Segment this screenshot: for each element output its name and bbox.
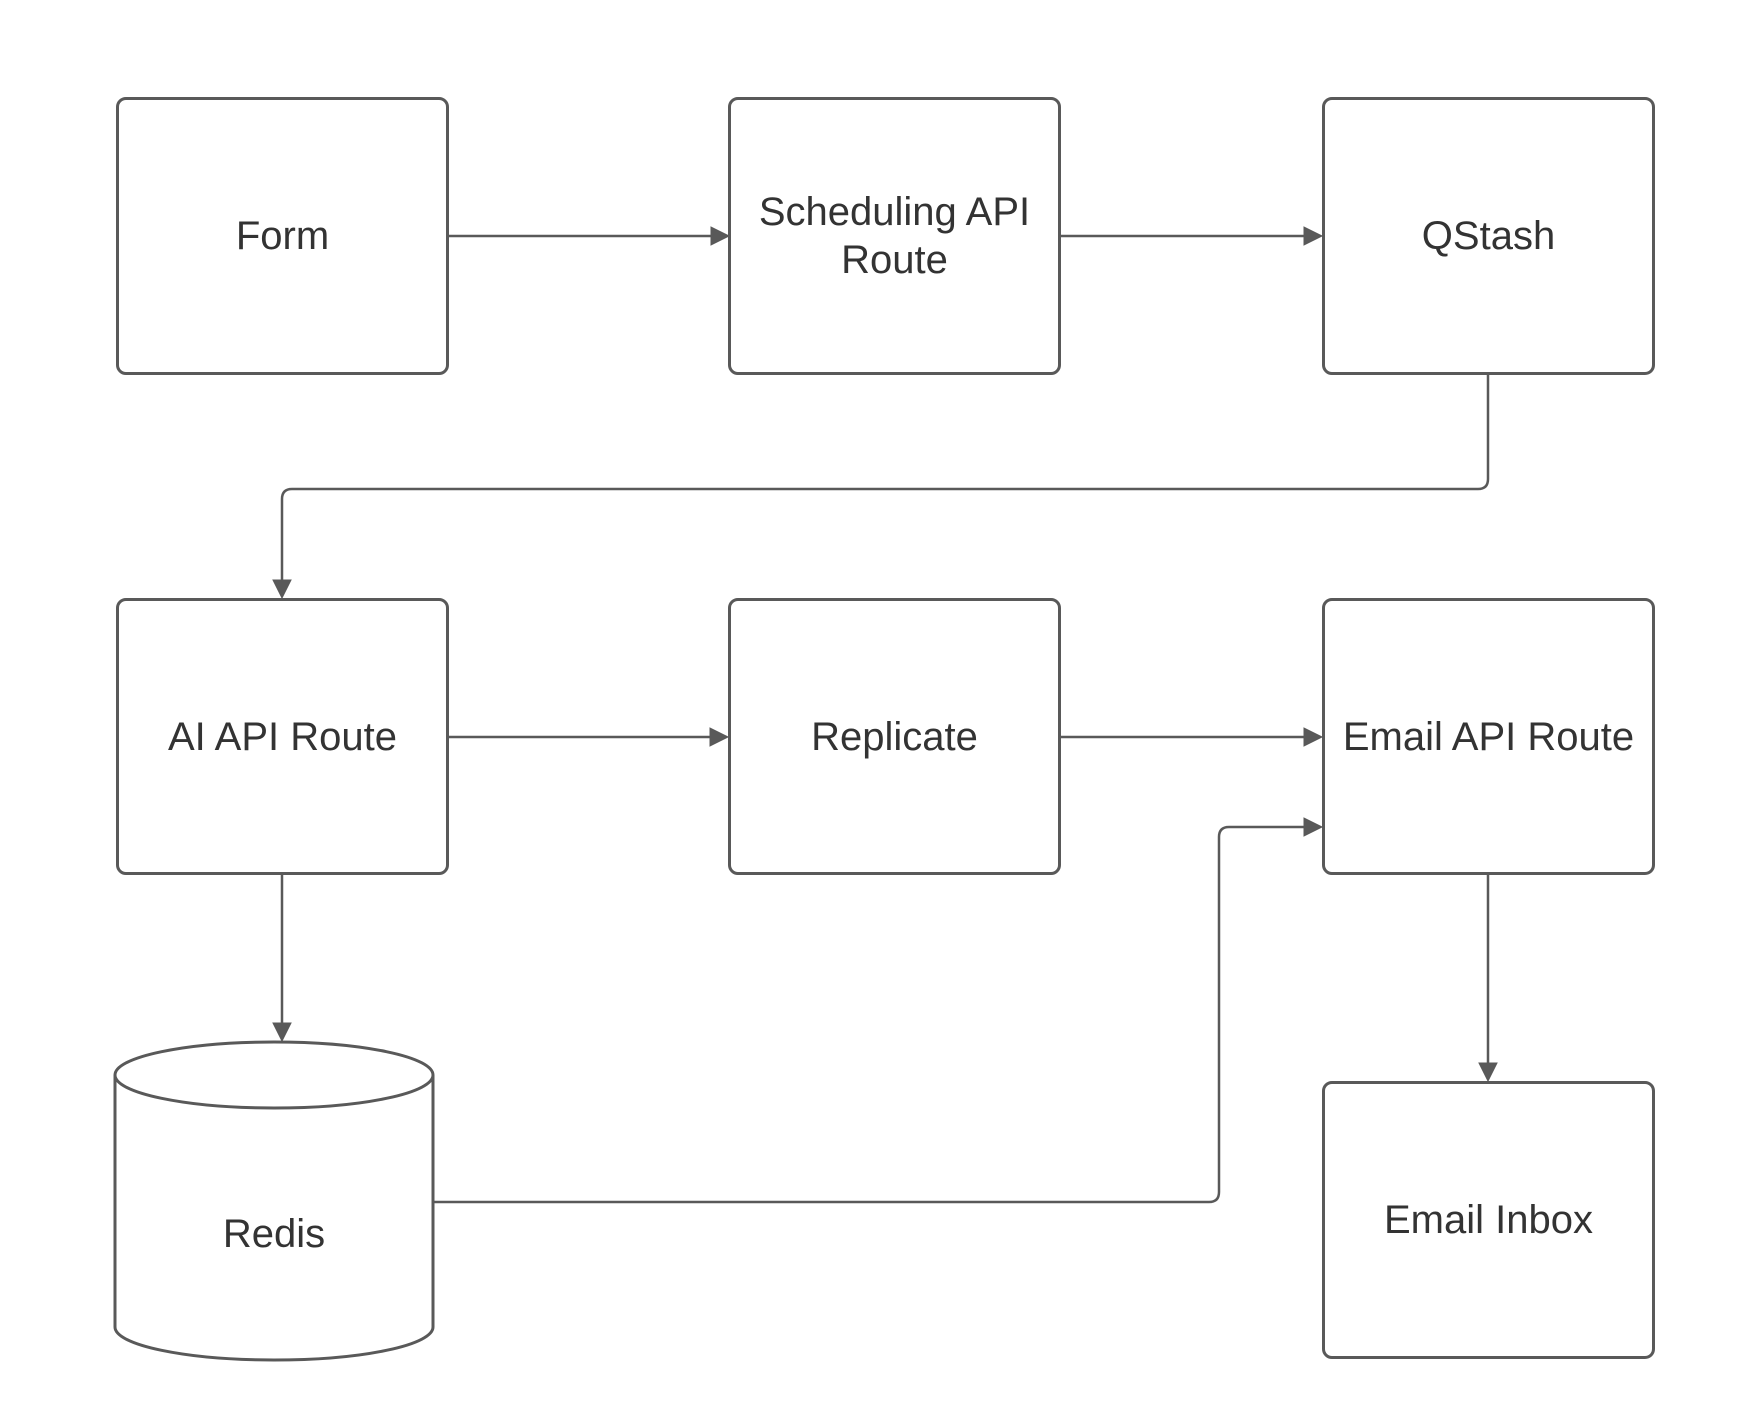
node-email-inbox[interactable]: Email Inbox (1322, 1081, 1655, 1359)
node-replicate[interactable]: Replicate (728, 598, 1061, 875)
edge-replicate-to-email-api-route[interactable] (1061, 727, 1324, 747)
cylinder-top-ellipse (113, 1074, 435, 1110)
node-replicate-label: Replicate (811, 714, 978, 759)
node-qstash-label: QStash (1421, 214, 1556, 258)
edge-ai-api-route-to-replicate[interactable] (449, 727, 730, 747)
node-qstash[interactable]: QStash (1322, 97, 1655, 375)
edge-qstash-to-ai-api-route[interactable] (272, 375, 1490, 600)
node-email-api-route-label: Email API Route (1342, 714, 1635, 759)
node-ai-api-route[interactable]: AI API Route (116, 598, 449, 875)
edge-ai-api-route-to-redis[interactable] (272, 875, 292, 1043)
node-email-inbox-label: Email Inbox (1384, 1198, 1593, 1242)
node-form-label: Form (235, 214, 330, 258)
node-form[interactable]: Form (116, 97, 449, 375)
node-ai-api-route-label: AI API Route (167, 714, 398, 759)
edge-redis-to-email-api-route[interactable] (433, 817, 1324, 1204)
edge-form-to-scheduling-api-route[interactable] (449, 226, 731, 246)
edge-scheduling-api-route-to-qstash[interactable] (1061, 226, 1324, 246)
node-scheduling-api-route-label: Scheduling API Route (758, 190, 1042, 282)
edge-email-api-route-to-email-inbox[interactable] (1478, 875, 1498, 1083)
node-scheduling-api-route[interactable]: Scheduling API Route (728, 97, 1061, 375)
node-redis-cylinder[interactable] (113, 1040, 435, 1362)
node-email-api-route[interactable]: Email API Route (1322, 598, 1655, 875)
